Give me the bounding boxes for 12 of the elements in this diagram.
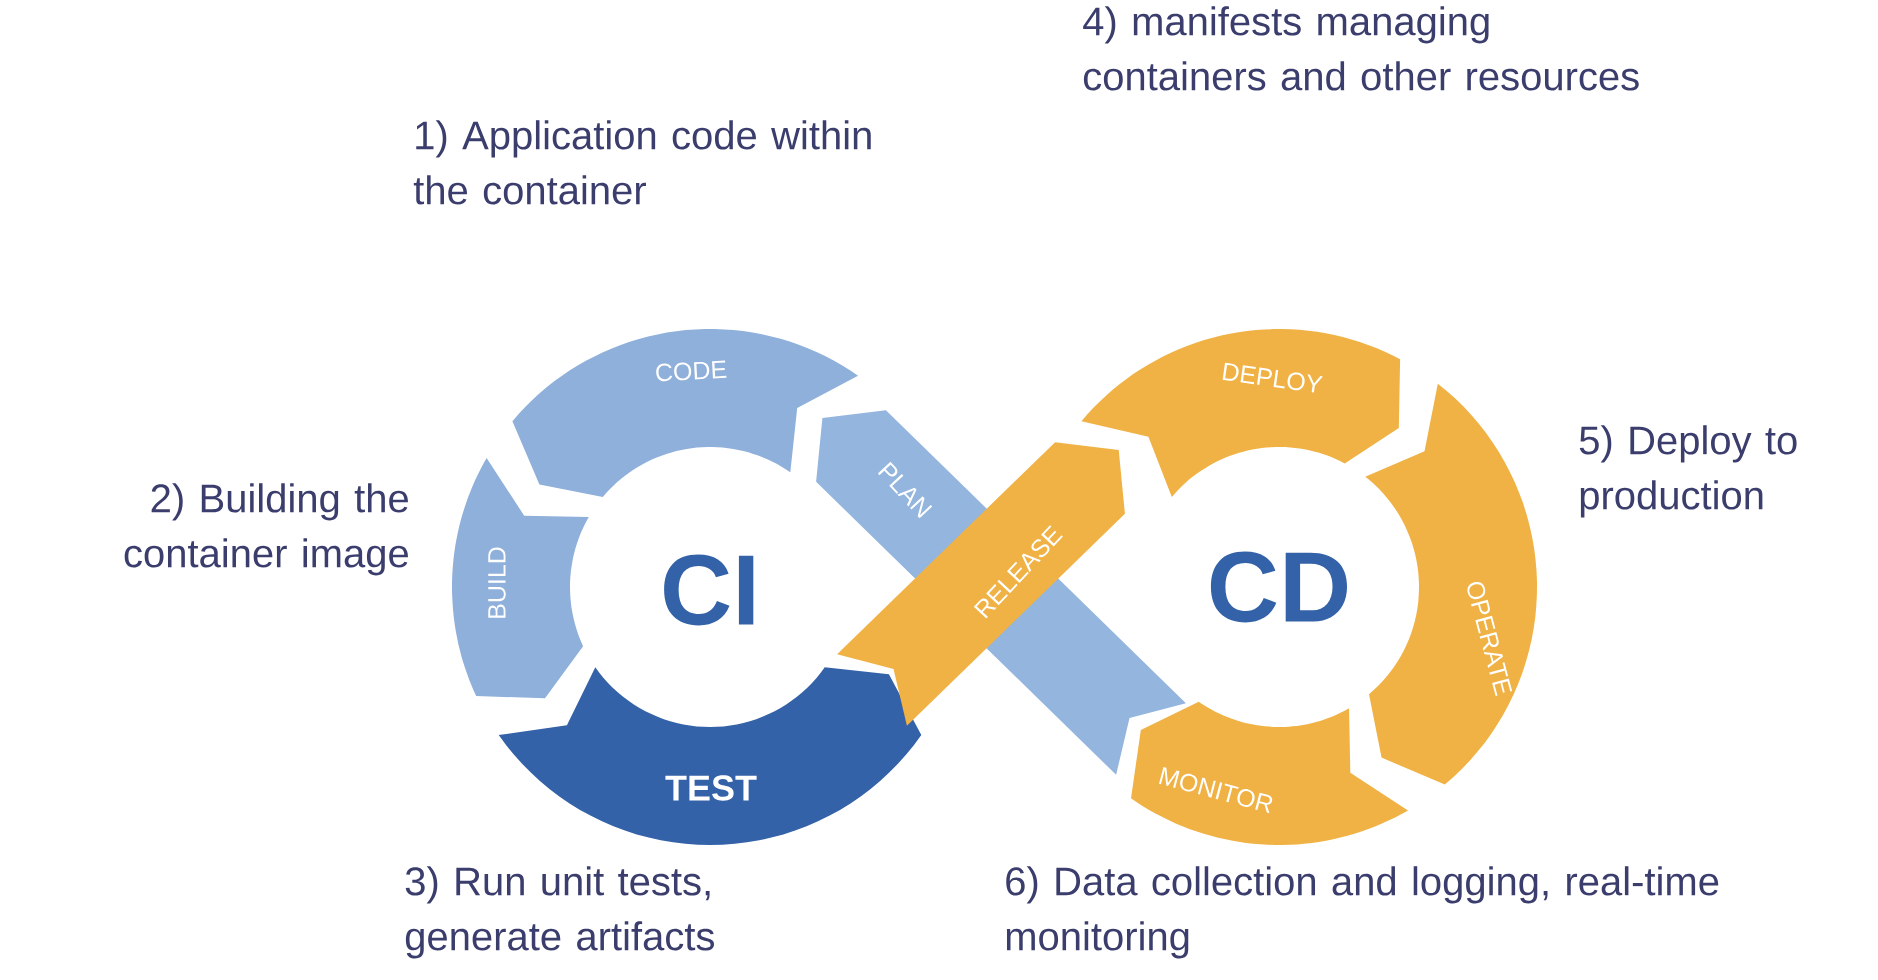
arrow-segment: DEPLOY xyxy=(1081,329,1401,497)
arrow-segment: TEST xyxy=(498,667,922,845)
note-text: 4) manifests managing containers and other resources xyxy=(1083,6,1639,91)
note-text: 5) Deploy to production xyxy=(1579,425,1797,518)
loop-label: CI xyxy=(664,554,754,626)
arrow-segment: CODE xyxy=(512,329,858,497)
arrow-segment: BUILD xyxy=(452,458,589,699)
loop-label: CD xyxy=(1210,551,1347,623)
note-text: 3) Run unit tests, generate artifacts xyxy=(405,866,714,959)
note-text: 1) Application code within the container xyxy=(413,120,871,205)
note-text: 6) Data collection and logging, real-time monitoring xyxy=(1006,866,1719,959)
note-text: 2) Building the container image xyxy=(124,483,408,576)
